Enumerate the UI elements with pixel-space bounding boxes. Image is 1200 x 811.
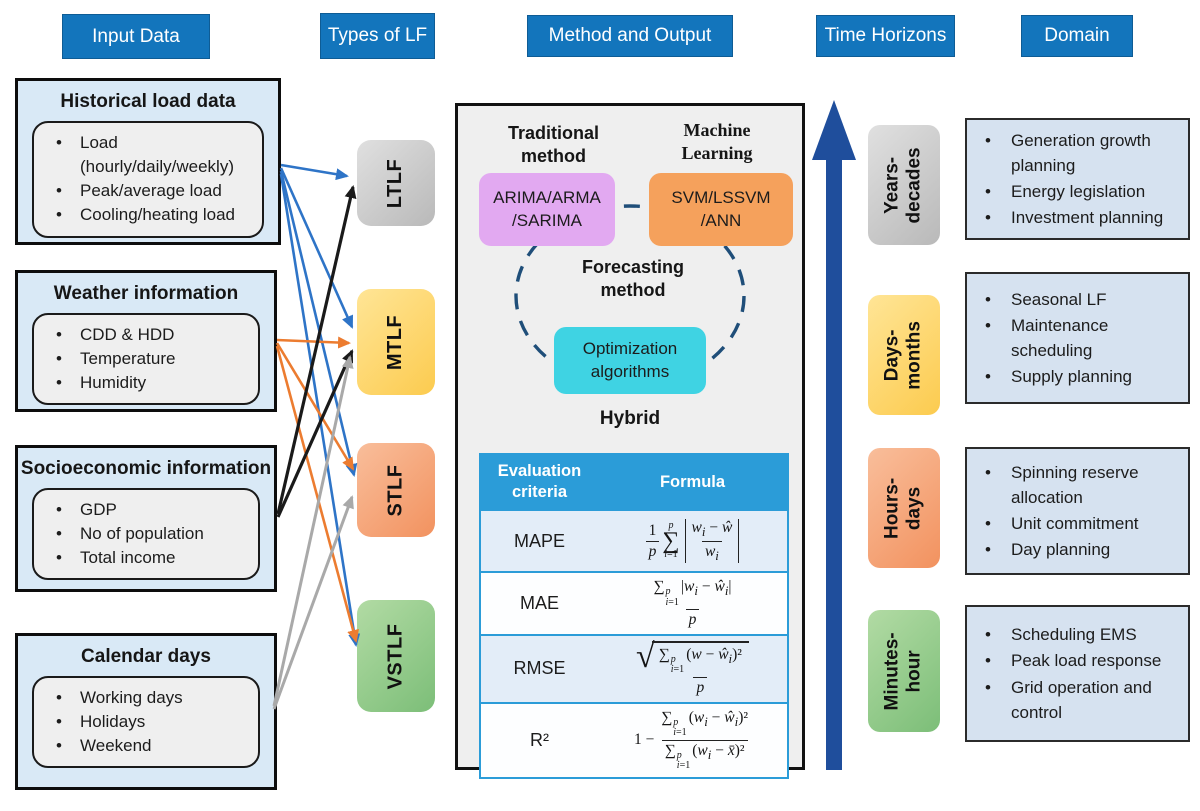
forecasting-dashed-ellipse	[514, 204, 746, 388]
lf-type-label: LTLF	[384, 158, 407, 208]
domain-box-long-term: Generation growth planning Energy legisl…	[965, 118, 1190, 240]
domain-box-short-term: Spinning reserve allocation Unit commitm…	[965, 447, 1190, 575]
time-axis-arrow	[812, 100, 856, 770]
input-box-list: Working days Holidays Weekend	[32, 676, 260, 769]
input-box-weather-information: Weather information CDD & HDD Temperatur…	[15, 270, 277, 412]
column-header-evaluation-criteria: Evaluation criteria	[480, 454, 598, 510]
input-box-title: Historical load data	[60, 91, 236, 112]
input-box-list: Load (hourly/daily/weekly) Peak/average …	[32, 121, 264, 238]
header-label: Method and Output	[548, 25, 712, 46]
list-item: Humidity	[40, 371, 252, 395]
arrow-calendar-stlf	[272, 495, 354, 710]
input-box-historical-load-data: Historical load data Load (hourly/daily/…	[15, 78, 281, 245]
header-domain: Domain	[1021, 15, 1133, 57]
lf-type-mtlf: MTLF	[357, 289, 435, 395]
list-item: Unit commitment	[967, 511, 1188, 536]
list-item: Generation growth planning	[967, 128, 1188, 178]
arrow-historical-stlf	[279, 170, 358, 477]
input-box-socioeconomic-information: Socioeconomic information GDP No of popu…	[15, 445, 277, 592]
list-item: Spinning reserve allocation	[967, 460, 1188, 510]
arrow-weather-mtlf	[276, 336, 351, 349]
input-box-title: Weather information	[53, 283, 239, 304]
arrow-historical-ltlf	[280, 163, 349, 181]
time-horizon-years-decades: Years-decades	[868, 125, 940, 245]
lf-type-stlf: STLF	[357, 443, 435, 537]
arrow-weather-vstlf	[275, 345, 359, 643]
arrow-socioeconomic-mtlf	[276, 349, 354, 518]
input-box-title: Calendar days	[81, 646, 211, 667]
list-item: Load (hourly/daily/weekly)	[40, 131, 256, 179]
arrow-historical-mtlf	[279, 167, 354, 329]
input-box-title: Socioeconomic information	[20, 458, 272, 479]
lf-type-vstlf: VSTLF	[357, 600, 435, 712]
header-types-of-lf: Types of LF	[320, 13, 435, 59]
traditional-method-label: Traditional method	[507, 123, 599, 166]
input-box-list: CDD & HDD Temperature Humidity	[32, 313, 260, 406]
header-label: Time Horizons	[824, 25, 947, 46]
list-item: Working days	[40, 686, 252, 710]
input-box-list: GDP No of population Total income	[32, 488, 260, 581]
list-item: Peak load response	[967, 648, 1188, 673]
table-header-row: Evaluation criteria Formula	[480, 454, 788, 510]
list-item: Energy legislation	[967, 179, 1188, 204]
list-item: Investment planning	[967, 205, 1188, 230]
list-item: Temperature	[40, 347, 252, 371]
list-item: Total income	[40, 546, 252, 570]
time-horizon-days-months: Days-months	[868, 295, 940, 415]
hybrid-label: Hybrid	[599, 408, 661, 429]
lf-type-ltlf: LTLF	[357, 140, 435, 226]
list-item: Weekend	[40, 734, 252, 758]
header-label: Types of LF	[327, 25, 428, 46]
svm-chip: SVM/LSSVM /ANN	[649, 173, 793, 246]
arrow-calendar-mtlf	[272, 355, 354, 707]
list-item: Supply planning	[967, 364, 1188, 389]
arrow-weather-stlf	[275, 342, 355, 471]
time-horizon-minutes-hour: Minutes-hour	[868, 610, 940, 732]
list-item: Grid operation and control	[967, 675, 1188, 725]
lf-type-label: VSTLF	[384, 623, 407, 689]
method-and-output-panel: Traditional method Machine Learning ARIM…	[455, 103, 805, 779]
header-method-and-output: Method and Output	[527, 15, 733, 57]
domain-box-very-short-term: Scheduling EMS Peak load response Grid o…	[965, 605, 1190, 742]
header-label: Input Data	[92, 25, 180, 47]
arrow-socioeconomic-ltlf	[276, 185, 357, 515]
arrow-historical-vstlf	[279, 173, 361, 647]
arima-chip: ARIMA/ARMA /SARIMA	[479, 173, 615, 246]
criteria-cell: RMSE	[480, 633, 598, 703]
list-item: Seasonal LF	[967, 287, 1188, 312]
list-item: GDP	[40, 498, 252, 522]
header-input-data: Input Data	[62, 14, 210, 59]
optimization-chip: Optimization algorithms	[554, 327, 706, 394]
list-item: Peak/average load	[40, 179, 256, 203]
column-header-formula: Formula	[598, 454, 788, 510]
list-item: Day planning	[967, 537, 1188, 562]
forecasting-method-label: Forecasting method	[581, 257, 685, 300]
criteria-cell: MAE	[480, 571, 598, 635]
header-time-horizons: Time Horizons	[816, 15, 955, 57]
input-box-calendar-days: Calendar days Working days Holidays Week…	[15, 633, 277, 790]
list-item: Holidays	[40, 710, 252, 734]
criteria-cell: R²	[480, 701, 598, 778]
list-item: Cooling/heating load	[40, 203, 256, 227]
lf-type-label: STLF	[384, 464, 407, 516]
header-label: Domain	[1044, 25, 1110, 46]
time-horizon-hours-days: Hours-days	[868, 448, 940, 568]
machine-learning-label: Machine Learning	[681, 120, 753, 163]
list-item: No of population	[40, 522, 252, 546]
list-item: CDD & HDD	[40, 323, 252, 347]
list-item: Maintenance scheduling	[967, 313, 1188, 363]
list-item: Scheduling EMS	[967, 622, 1188, 647]
lf-type-label: MTLF	[384, 314, 407, 370]
criteria-cell: MAPE	[480, 509, 598, 572]
domain-box-medium-term: Seasonal LF Maintenance scheduling Suppl…	[965, 272, 1190, 404]
